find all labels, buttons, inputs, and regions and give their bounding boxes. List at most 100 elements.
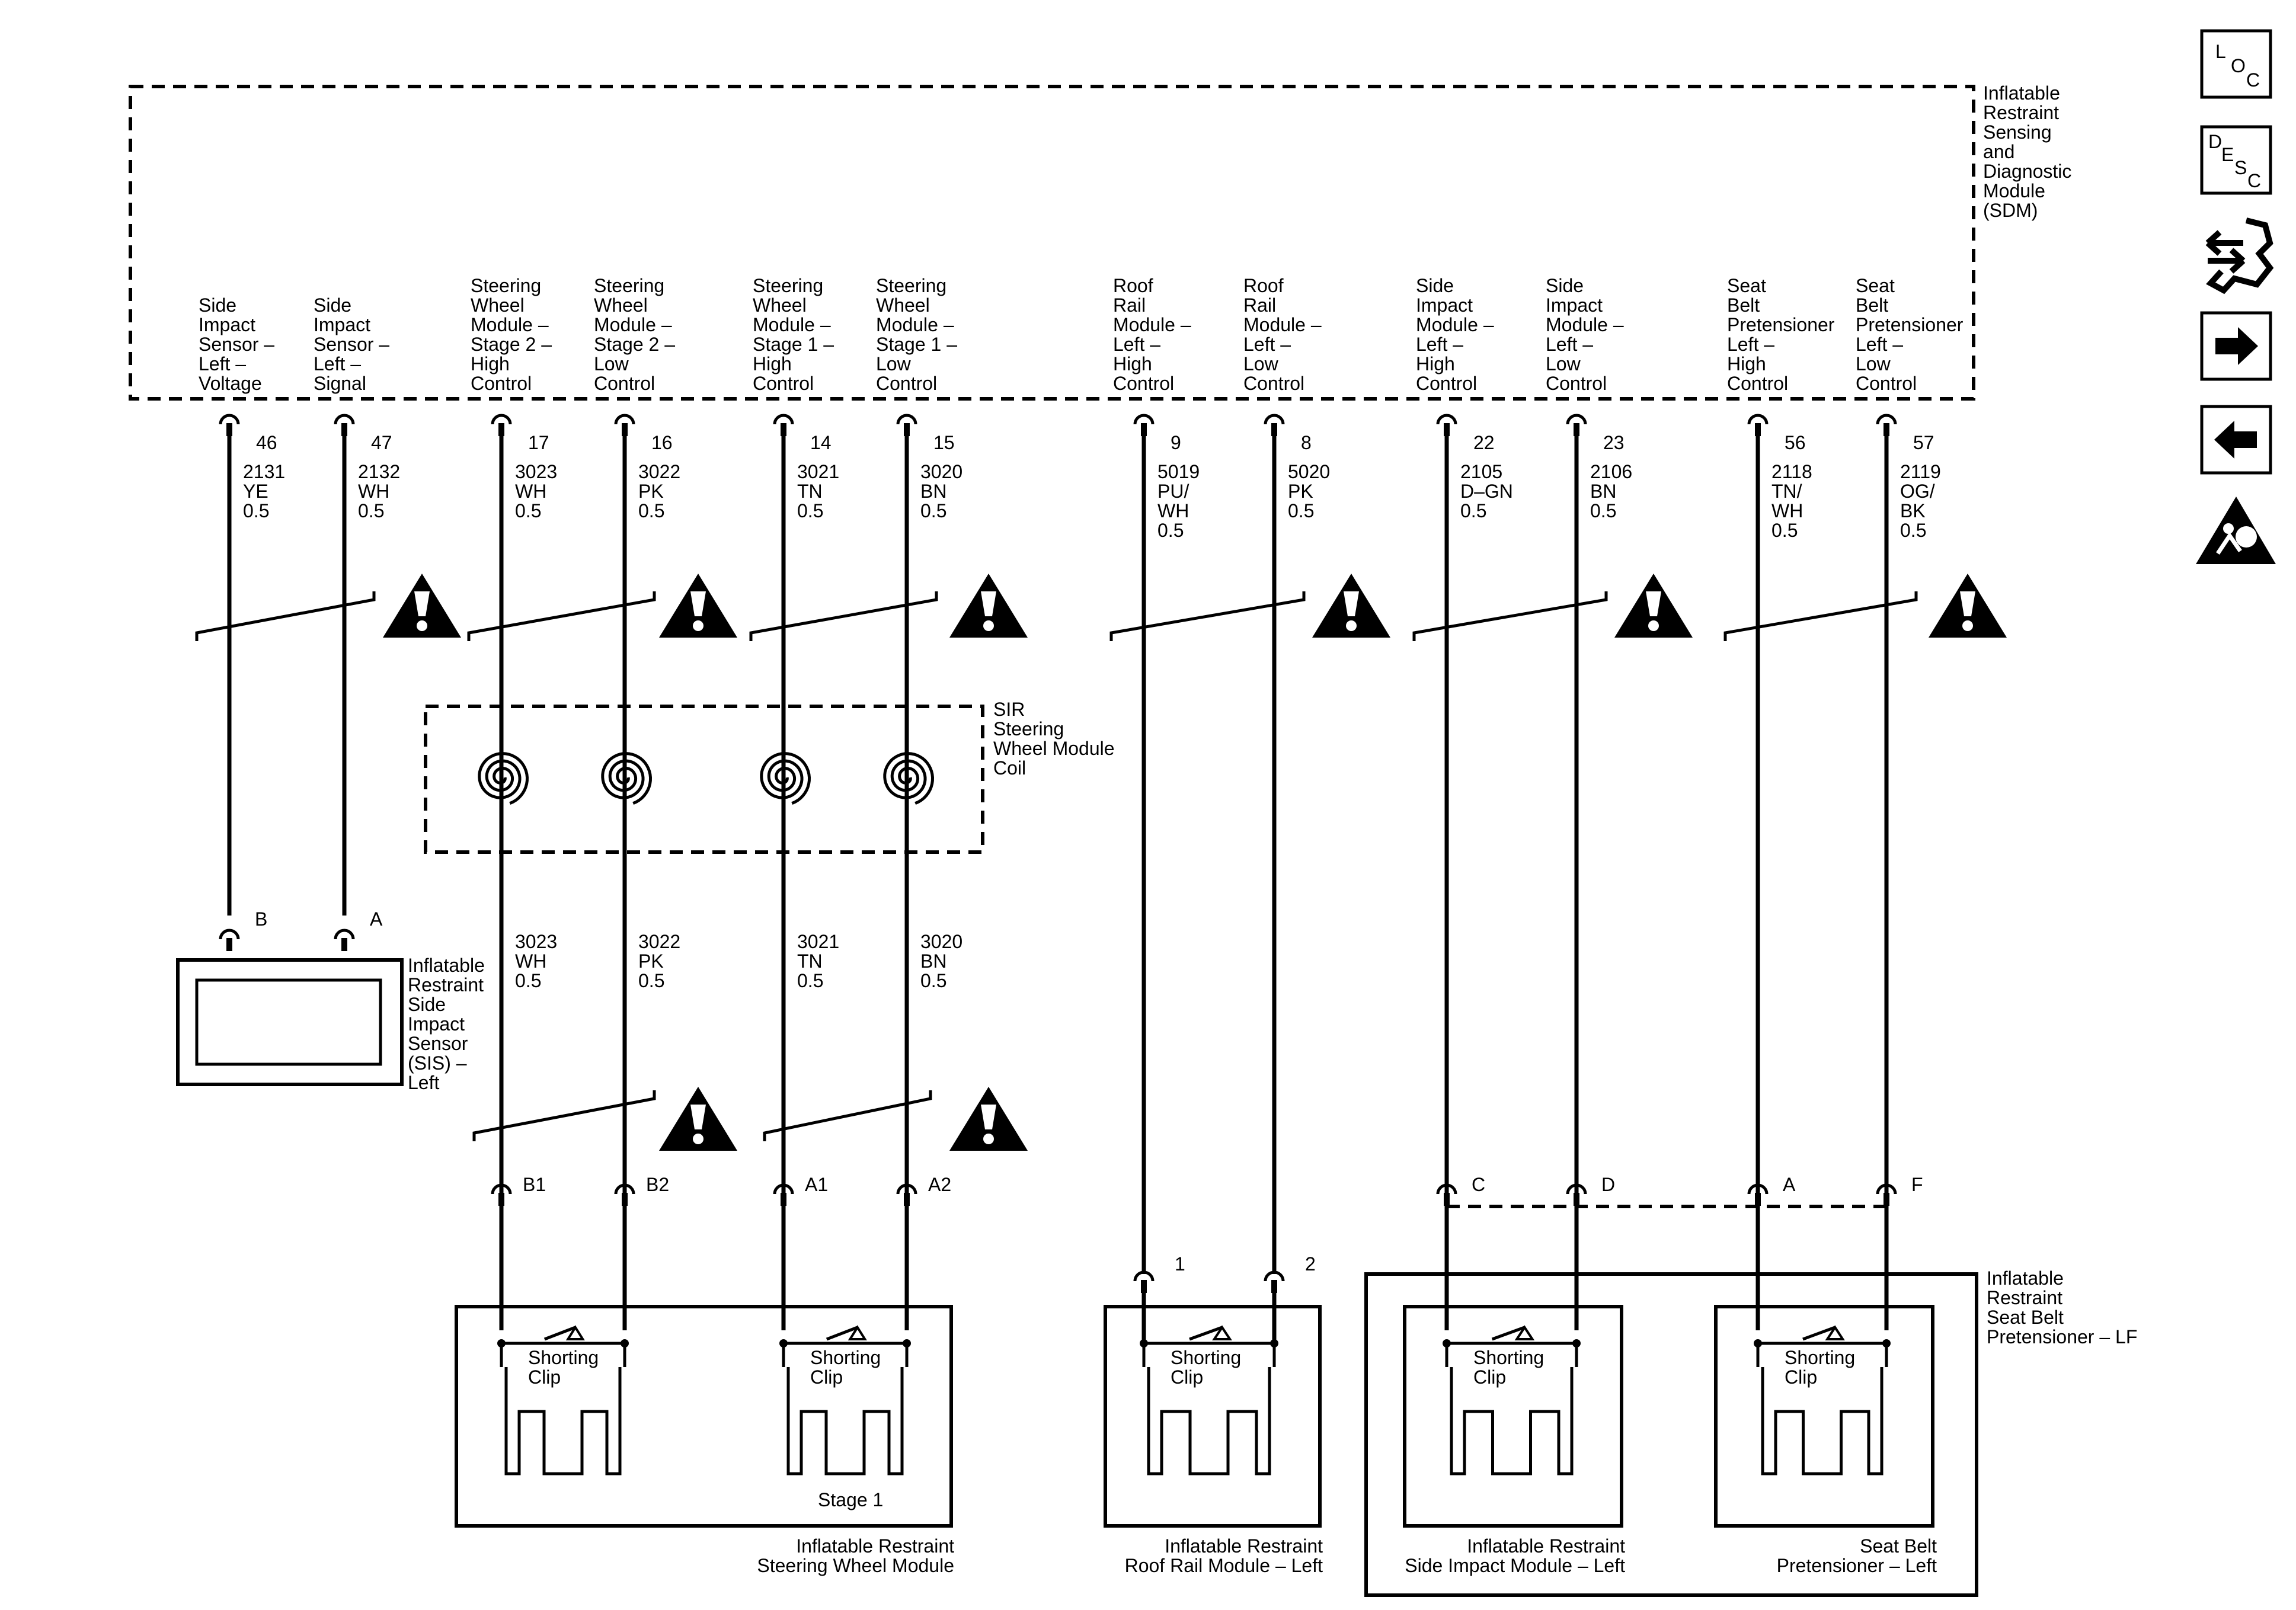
loc-icon: LOC [2200,29,2272,99]
wire-label-line: 0.5 [1288,500,1314,521]
caution-dot [1346,620,1357,631]
sdm-terminal-label-line: Steering [594,275,664,296]
sdm-terminal-label-line: Rail [1113,295,1146,316]
sdm-terminal-label-line: Low [1856,353,1891,375]
connector-cup [1566,414,1587,425]
airbag-body [2216,532,2242,555]
caution-icon [1614,574,1693,638]
sdm-terminal-label-line: Side [1416,275,1454,296]
lower-circuits [195,436,2007,1330]
sdm-terminal-label-line: Impact [199,314,255,335]
connector-pin [1271,1280,1277,1293]
sdm-terminal-label-line: Rail [1243,295,1276,316]
wire-label-line: 0.5 [1771,520,1798,541]
connector-pin [1755,423,1761,436]
sdm-terminal-label-line: Wheel [876,295,930,316]
wire-label-line: WH [1771,500,1803,521]
airbag-triangle [2196,497,2276,564]
sdm-terminal-label-line: Low [1546,353,1581,375]
shorting-clip-label-line: Clip [1473,1366,1506,1388]
shorting-clip-label-line: Shorting [810,1347,881,1368]
sdm-terminal-label-line: Control [1546,373,1607,394]
connector-pin [1444,1193,1450,1206]
sdm-terminal-label-line: Roof [1243,275,1284,296]
wire-label-line: 0.5 [358,500,384,521]
sdm-terminal-label-line: Side [314,295,351,316]
wire-label-line: 3022 [638,461,680,482]
desc-letter: D [2208,131,2222,152]
sis-label-line: Inflatable [408,955,485,976]
sdm-pin-number: 46 [256,432,277,453]
sdm-terminal-label-line: High [471,353,510,375]
caution-icon [949,574,1028,638]
sis-housing [176,958,404,1086]
sis-label-line: Sensor [408,1033,468,1054]
pretensioner-connector [1876,1183,1897,1206]
connector-pin [781,423,786,436]
wire-label-line: 2132 [358,461,400,482]
connector-pin [226,423,232,436]
connector-cup [334,929,355,940]
connector-pin [226,938,232,951]
connector-pin [1141,423,1147,436]
module-label-line: Steering Wheel Module [757,1555,954,1576]
sdm-connector [334,414,355,436]
connector-pin [341,423,347,436]
sdm-terminal-label-line: High [753,353,792,375]
twisted-pair-marker [763,1090,932,1141]
connector-cup [1264,414,1285,425]
clip-contact [1212,1325,1232,1340]
sdm-connector [1566,414,1587,436]
wire-label-line: 0.5 [797,500,823,521]
sdm-pin-number: 9 [1171,432,1181,453]
wire-label-line: 0.5 [1900,520,1926,541]
sdm-terminal-label-line: Wheel [753,295,807,316]
desc-letter: S [2234,157,2247,178]
roof-connector [1264,1270,1285,1293]
clip-switch [1491,1326,1526,1341]
caution-dot [1962,620,1973,631]
sdm-terminal-label-line: Impact [314,314,370,335]
wire-label-line: 3020 [920,461,962,482]
sdm-terminal-label-line: Seat [1727,275,1766,296]
connector-cup [1133,1270,1155,1282]
connector-pin [1574,1193,1579,1206]
connector-cup [491,414,512,425]
wire-label-line: 2119 [1900,461,1941,482]
sdm-pin-number: 17 [528,432,549,453]
module-pin-label: A2 [928,1174,951,1195]
caution-icon [949,1087,1028,1151]
caution-dot [693,1134,703,1144]
wire-label-line: 5020 [1288,461,1330,482]
caution-bar [981,591,996,616]
coil-label-line: Coil [993,757,1026,779]
coil-spiral-icon [478,752,529,805]
sdm-terminal-label-line: Control [876,373,937,394]
sdm-terminal-label-line: Control [1856,373,1917,394]
wire-label-line: TN [797,481,823,502]
sis-window [195,978,382,1066]
roof-connector [1133,1270,1155,1293]
arrow-shape [2214,421,2257,459]
side-impact-module-housing [1403,1305,1623,1528]
module-label-line: Pretensioner – Left [1777,1555,1937,1576]
pretensioner-pin-label: D [1601,1174,1615,1195]
wire-label-line: 3023 [515,931,557,952]
pretensioner-label-line: Restraint [1987,1287,2062,1308]
